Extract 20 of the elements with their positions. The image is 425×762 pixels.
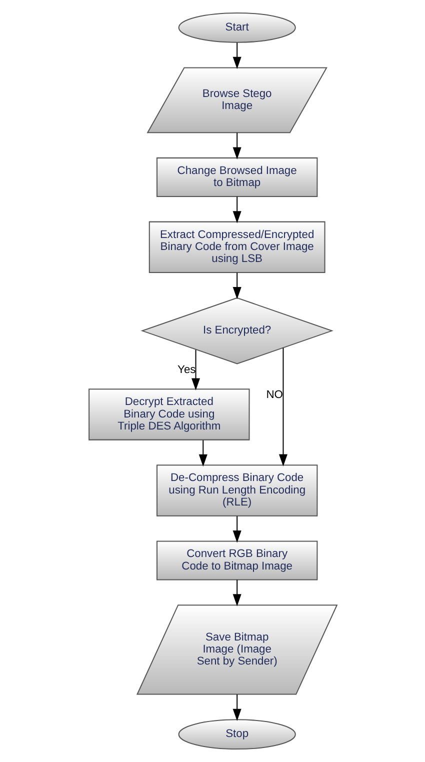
node-box: Decrypt Extracted Binary Code using Triple DES Algorithm — [88, 388, 250, 440]
node-box: Change Browsed Image to Bitmap — [156, 157, 318, 197]
node-box: De-Compress Binary Code using Run Length Encoding (RLE) — [156, 464, 318, 516]
arrow — [232, 42, 241, 70]
arrow — [232, 196, 241, 224]
arrow — [232, 580, 241, 606]
edge-label: NO — [266, 389, 282, 402]
node-diamond: Is Encrypted? — [140, 297, 333, 364]
node-ellipse: Stop — [178, 719, 296, 750]
node-box: Extract Compressed/Encrypted Binary Code from Cover Image using LSB — [148, 221, 325, 274]
arrow — [232, 694, 241, 722]
node-ellipse: Start — [178, 12, 296, 43]
arrow — [278, 348, 287, 466]
edge-label: Yes — [177, 364, 196, 376]
arrow — [232, 272, 241, 300]
arrow — [198, 440, 207, 467]
arrow — [232, 516, 241, 543]
arrow — [191, 350, 200, 390]
arrow — [232, 132, 241, 160]
node-box: Convert RGB Binary Code to Bitmap Image — [156, 540, 318, 580]
